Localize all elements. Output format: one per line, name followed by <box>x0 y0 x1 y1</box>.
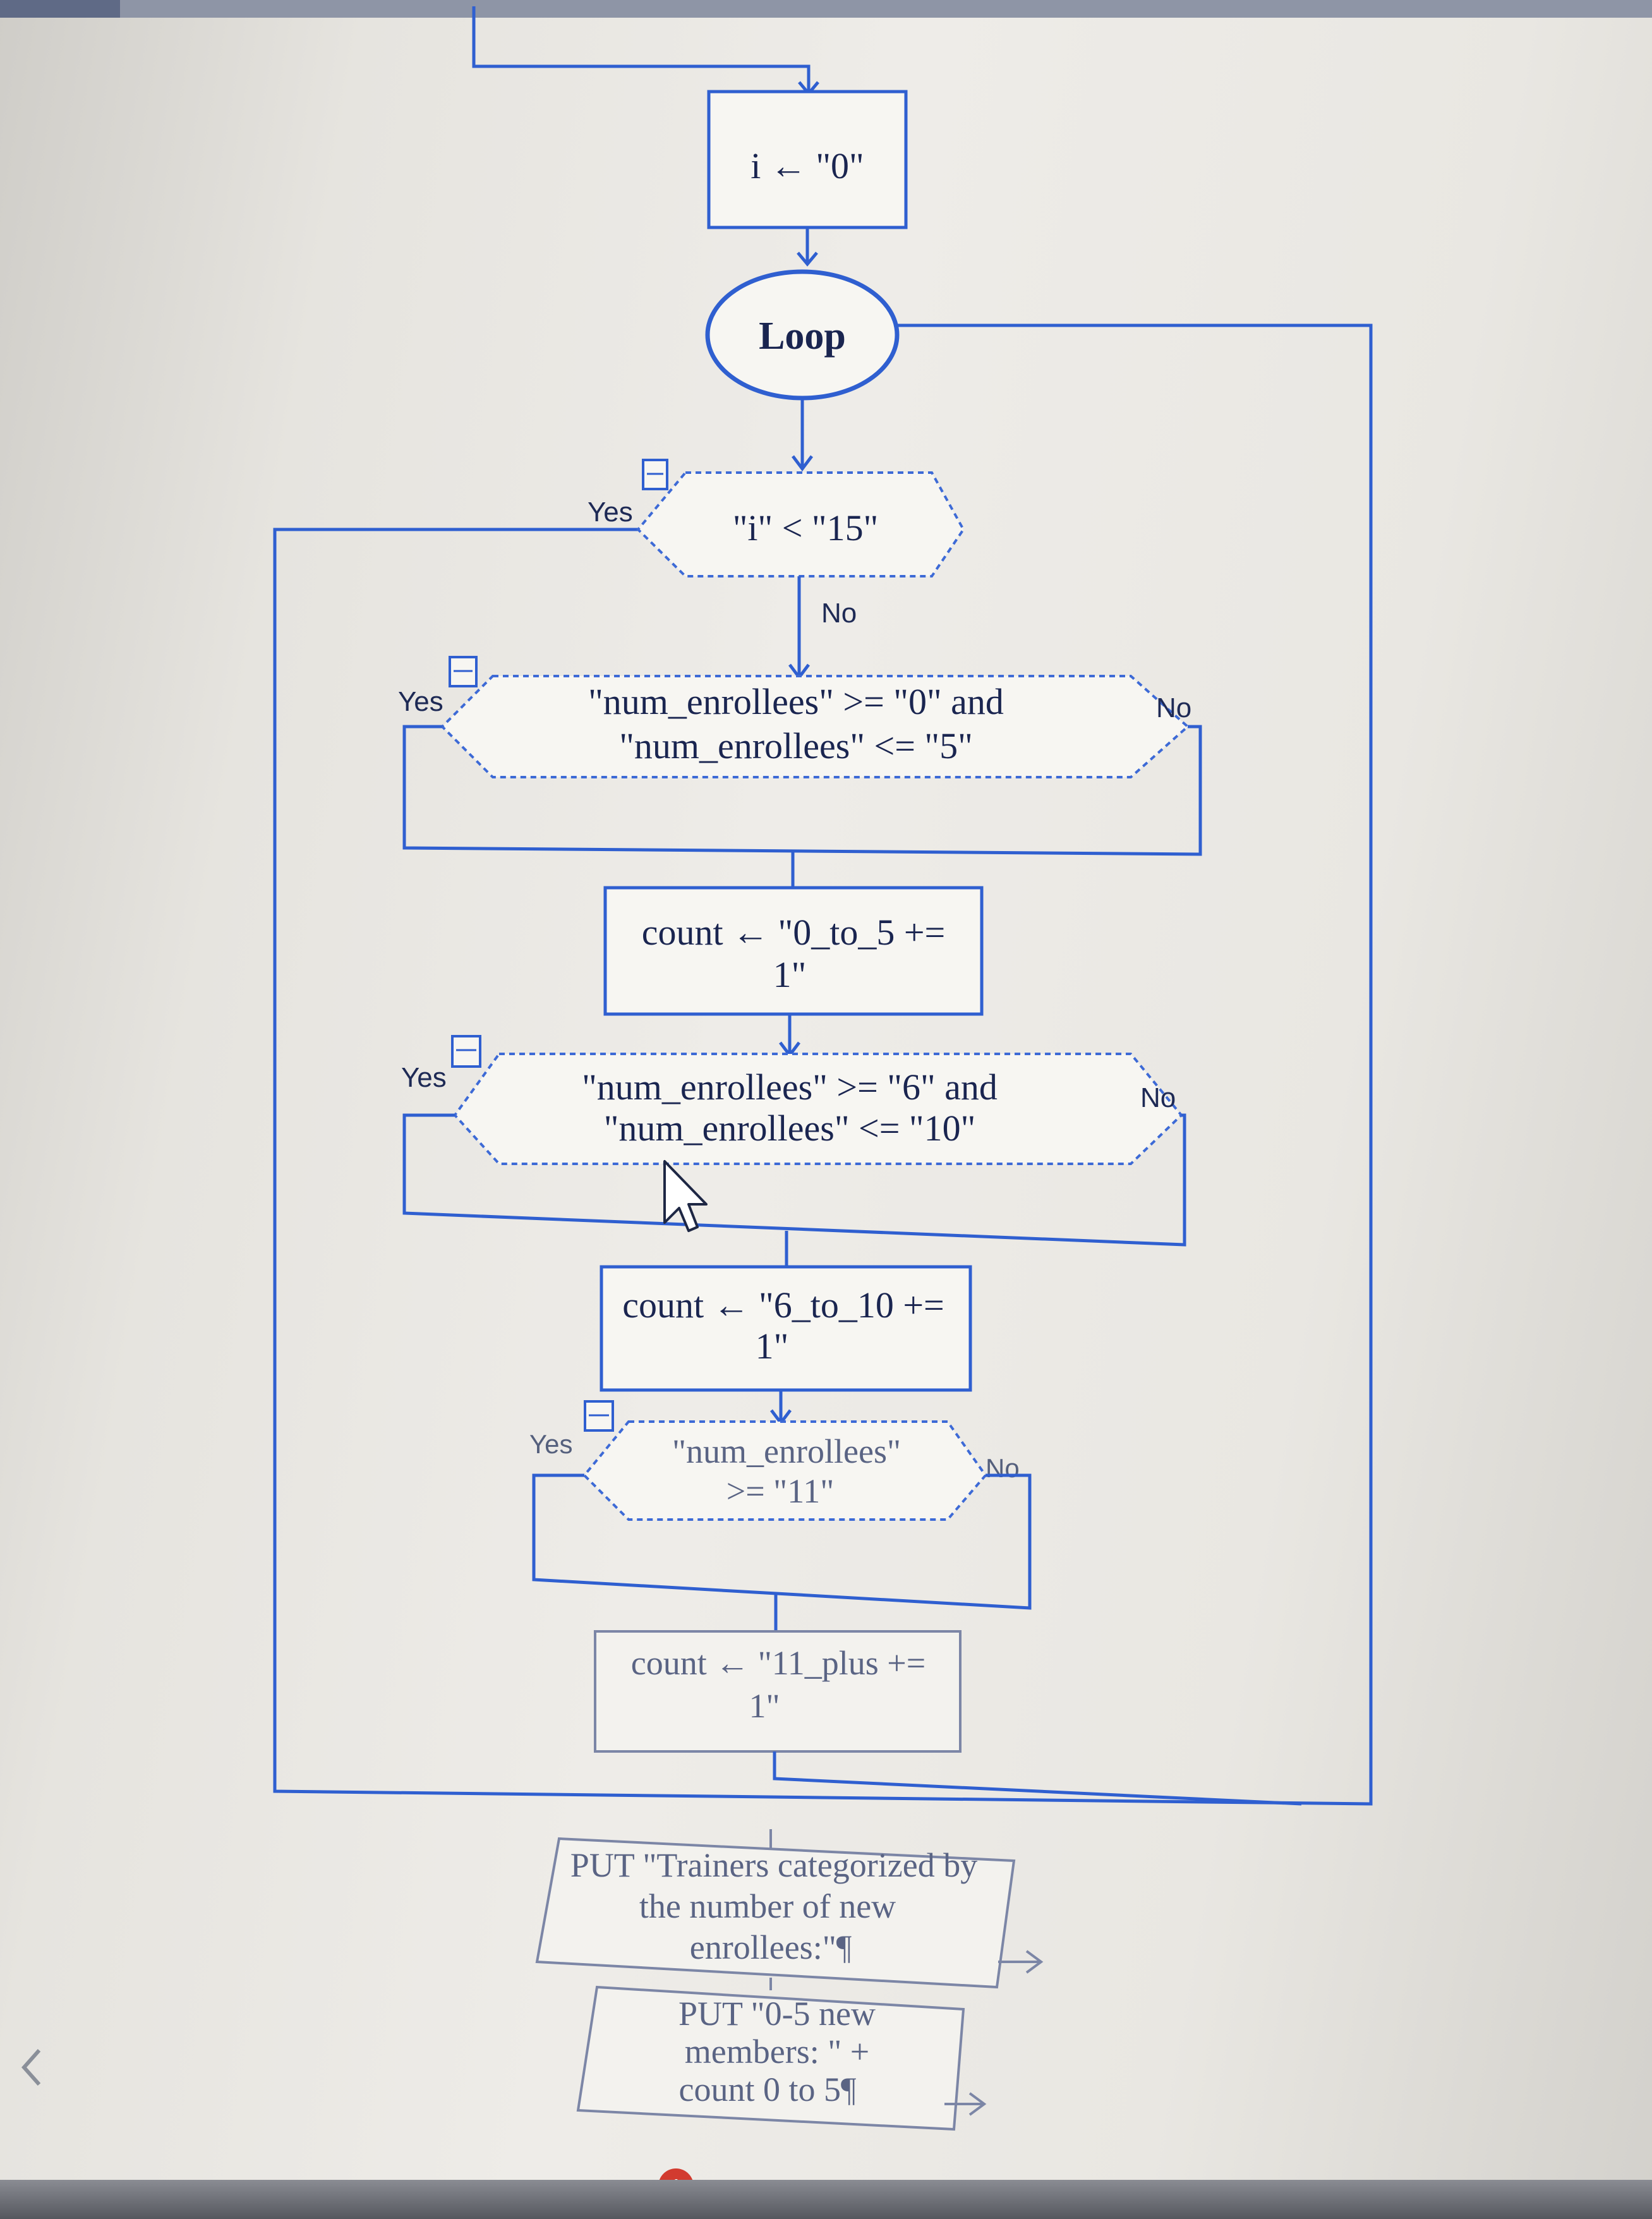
output-arrow-icon <box>944 2092 987 2116</box>
decision-6-to-10-no: No <box>1140 1082 1176 1113</box>
monitor-bezel-bottom <box>0 2180 1652 2219</box>
decision-11-plus-line2: >= "11" <box>727 1472 835 1510</box>
output-header-node[interactable]: PUT "Trainers categorized by the number … <box>535 1837 1044 1989</box>
decision-11-plus-yes: Yes <box>529 1429 573 1459</box>
assign-0-to-5-line1: count ← "0_to_5 += <box>642 912 946 953</box>
window-tab-selected[interactable] <box>0 0 120 18</box>
decision-11-plus-no: No <box>986 1453 1020 1483</box>
assign-0-to-5-line2: 1" <box>773 954 807 995</box>
decision-0-to-5-no: No <box>1156 692 1191 723</box>
loop-node[interactable]: Loop <box>705 269 900 401</box>
loop-condition-node[interactable]: "i" < "15" <box>636 459 965 577</box>
decision-6-to-10-line2: "num_enrollees" <= "10" <box>604 1108 976 1149</box>
assign-11-plus-line1: count ← "11_plus += <box>631 1644 925 1682</box>
assign-11-plus-box[interactable]: count ← "11_plus += 1" <box>594 1630 962 1753</box>
output-count-line2: members: " + <box>685 2033 869 2071</box>
decision-6-to-10-line1: "num_enrollees" >= "6" and <box>582 1067 998 1108</box>
output-count-line3: count 0 to 5¶ <box>679 2071 857 2108</box>
assign-11-plus-line2: 1" <box>749 1687 780 1725</box>
output-arrow-icon <box>998 1950 1044 1974</box>
output-header-line2: the number of new <box>639 1887 896 1925</box>
flow-line-incoming <box>472 6 811 92</box>
output-count-line1: PUT "0-5 new <box>678 1995 876 2033</box>
decision-11-plus-branches <box>532 1473 1032 1610</box>
collapse-icon[interactable] <box>451 1035 481 1068</box>
output-header-line3: enrollees:"¶ <box>690 1928 852 1966</box>
assign-0-to-5-box[interactable]: count ← "0_to_5 += 1" <box>603 886 984 1016</box>
assign-6-to-10-box[interactable]: count ← "6_to_10 += 1" <box>600 1265 972 1392</box>
output-count-node[interactable]: PUT "0-5 new members: " + count 0 to 5¶ <box>576 1985 987 2131</box>
scroll-left-icon[interactable] <box>21 2049 41 2086</box>
output-header-line1: PUT "Trainers categorized by <box>570 1846 977 1884</box>
loop-label: Loop <box>759 315 846 358</box>
decision-6-to-10-node[interactable]: "num_enrollees" >= "6" and "num_enrollee… <box>451 1035 1183 1165</box>
loop-return-line <box>273 323 1373 1806</box>
loop-yes-label: Yes <box>588 497 633 528</box>
assign-6-to-10-line1: count ← "6_to_10 += <box>622 1285 944 1326</box>
decision-0-to-5-yes: Yes <box>398 686 443 717</box>
loop-no-label: No <box>821 598 857 629</box>
window-top-bar <box>0 0 1652 18</box>
decision-11-plus-node[interactable]: "num_enrollees" >= "11" <box>582 1400 987 1521</box>
mouse-cursor-icon <box>663 1160 708 1232</box>
decision-6-to-10-branches <box>402 1113 1186 1247</box>
assign-i-text: i ← "0" <box>751 145 864 186</box>
decision-0-to-5-line2: "num_enrollees" <= "5" <box>619 725 973 766</box>
decision-6-to-10-yes: Yes <box>401 1062 447 1093</box>
decision-0-to-5-node[interactable]: "num_enrollees" >= "0" and "num_enrollee… <box>440 656 1190 778</box>
loop-condition-text: "i" < "15" <box>733 507 879 548</box>
flow-line <box>773 1751 1302 1806</box>
assign-i-box[interactable]: i ← "0" <box>707 90 908 229</box>
decision-0-to-5-branches <box>402 725 1202 856</box>
arrow-head <box>792 455 813 472</box>
assign-6-to-10-line2: 1" <box>756 1326 789 1367</box>
decision-0-to-5-line1: "num_enrollees" >= "0" and <box>588 681 1004 722</box>
arrow-head <box>797 251 818 267</box>
decision-11-plus-line1: "num_enrollees" <box>672 1432 901 1470</box>
